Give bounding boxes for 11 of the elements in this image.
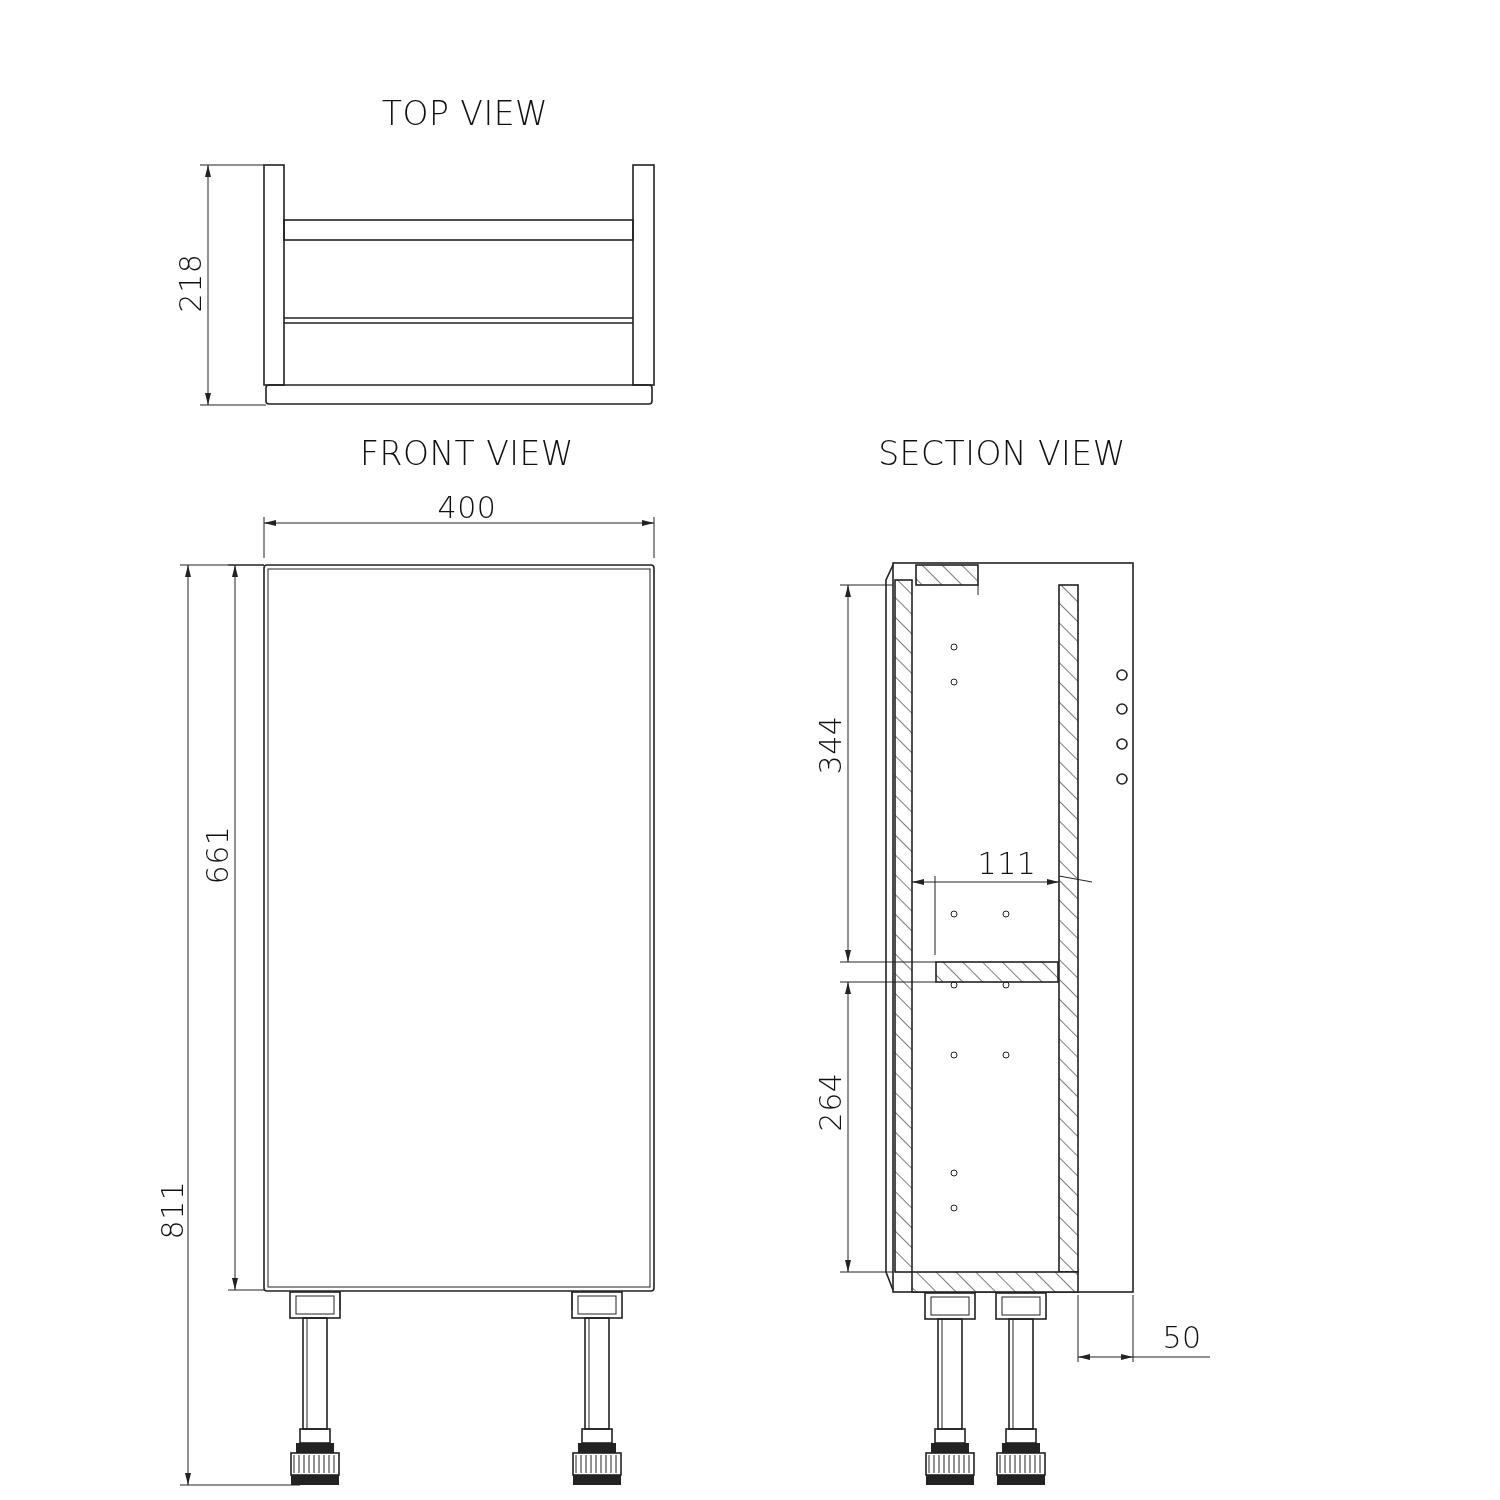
- dimension-value: 661: [203, 825, 233, 885]
- dimension-value: 344: [816, 715, 846, 775]
- dimension-value: 218: [176, 253, 206, 313]
- view-title: FRONT VIEW: [360, 436, 574, 470]
- dimension-value: 111: [977, 849, 1037, 879]
- dimension-value: 264: [816, 1072, 846, 1132]
- view-title: SECTION VIEW: [878, 436, 1126, 470]
- view-title: TOP VIEW: [381, 96, 549, 130]
- dimension-value: 400: [437, 493, 497, 523]
- dimension-value: 811: [158, 1180, 188, 1240]
- dimension-value: 50: [1162, 1323, 1202, 1353]
